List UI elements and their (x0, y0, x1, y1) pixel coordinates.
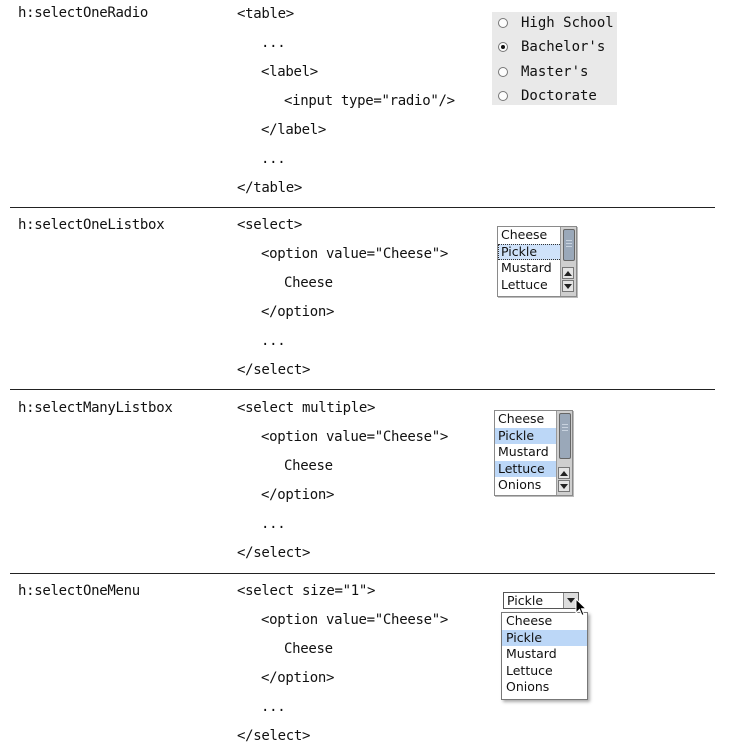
code-line: </select> (237, 545, 311, 561)
radio-button-checked-icon[interactable] (498, 42, 508, 52)
code-line: <option value="Cheese"> (261, 612, 448, 628)
radio-label: Bachelor's (521, 39, 606, 55)
listbox-option-selected[interactable]: Lettuce (495, 460, 572, 477)
code-line: ... (261, 699, 286, 715)
radio-button-icon[interactable] (498, 67, 508, 77)
code-line: <option value="Cheese"> (261, 429, 448, 445)
code-line: <label> (261, 64, 318, 80)
code-block: <table> ... <label> <input type="radio"/… (237, 0, 455, 203)
radio-button-icon[interactable] (498, 18, 508, 28)
scroll-down-arrow-icon[interactable] (558, 480, 570, 492)
code-line: <input type="radio"/> (284, 93, 455, 109)
radio-option[interactable]: Bachelor's (498, 37, 605, 57)
code-line: <select size="1"> (237, 583, 376, 599)
component-tag: h:selectManyListbox (18, 400, 173, 416)
listbox-option[interactable]: Lettuce (501, 276, 548, 292)
radio-button-icon[interactable] (498, 91, 508, 101)
code-line: </table> (237, 180, 303, 196)
radio-option[interactable]: Doctorate (498, 86, 597, 106)
code-block: <select multiple> <option value="Cheese"… (237, 394, 448, 568)
code-block: <select size="1"> <option value="Cheese"… (237, 577, 448, 751)
menu-item[interactable]: Onions (506, 679, 550, 695)
scrollbar-thumb[interactable] (559, 413, 571, 459)
scroll-up-arrow-icon[interactable] (562, 267, 574, 279)
code-line: Cheese (284, 641, 333, 657)
code-line: <table> (237, 6, 294, 22)
code-line: </option> (261, 304, 335, 320)
dropdown-current-value: Pickle (507, 593, 544, 608)
listbox-option-selected[interactable]: Pickle (495, 427, 572, 444)
scroll-down-arrow-icon[interactable] (562, 280, 574, 292)
radio-label: Doctorate (521, 88, 597, 104)
code-line: <select multiple> (237, 400, 376, 416)
code-line: Cheese (284, 458, 333, 474)
row-divider (10, 207, 715, 208)
radio-option[interactable]: Master's (498, 62, 588, 82)
menu-item[interactable]: Cheese (506, 613, 553, 628)
code-line: <option value="Cheese"> (261, 246, 448, 262)
listbox-option[interactable]: Cheese (498, 411, 545, 426)
radio-label: High School (521, 15, 614, 31)
code-line: </label> (261, 122, 327, 138)
radio-group: High School Bachelor's Master's Doctorat… (492, 12, 617, 105)
code-line: <select> (237, 217, 303, 233)
code-line: Cheese (284, 275, 333, 291)
component-tag: h:selectOneRadio (18, 5, 149, 21)
code-line: ... (261, 35, 286, 51)
chevron-down-icon[interactable] (563, 593, 578, 608)
listbox-option-selected[interactable]: Pickle (498, 243, 576, 260)
dropdown-select[interactable]: Pickle (503, 592, 579, 609)
listbox-option[interactable]: Cheese (501, 227, 548, 242)
single-select-listbox[interactable]: Cheese Pickle Mustard Lettuce (497, 226, 577, 297)
mouse-pointer-icon (575, 598, 587, 617)
listbox-option[interactable]: Mustard (498, 444, 549, 459)
dropdown-menu: Cheese Pickle Mustard Lettuce Onions (501, 612, 588, 700)
code-line: ... (261, 151, 286, 167)
code-line: </select> (237, 728, 311, 744)
code-line: </option> (261, 487, 335, 503)
scrollbar[interactable] (560, 227, 576, 296)
menu-item[interactable]: Lettuce (506, 662, 553, 678)
radio-option[interactable]: High School (498, 13, 614, 33)
code-block: <select> <option value="Cheese"> Cheese … (237, 211, 448, 385)
scrollbar[interactable] (556, 411, 572, 495)
menu-item-highlighted[interactable]: Pickle (502, 629, 587, 647)
scrollbar-thumb[interactable] (563, 229, 575, 261)
radio-label: Master's (521, 64, 589, 80)
multi-select-listbox[interactable]: Cheese Pickle Mustard Lettuce Onions (494, 410, 573, 496)
code-line: </select> (237, 362, 311, 378)
row-divider (10, 389, 715, 390)
scroll-up-arrow-icon[interactable] (558, 467, 570, 479)
listbox-option[interactable]: Onions (498, 477, 542, 492)
component-tag: h:selectOneListbox (18, 217, 165, 233)
menu-item[interactable]: Mustard (506, 646, 557, 662)
listbox-option[interactable]: Mustard (501, 260, 552, 275)
code-line: ... (261, 516, 286, 532)
code-line: ... (261, 333, 286, 349)
code-line: </option> (261, 670, 335, 686)
row-divider (10, 573, 715, 574)
component-tag: h:selectOneMenu (18, 583, 140, 599)
